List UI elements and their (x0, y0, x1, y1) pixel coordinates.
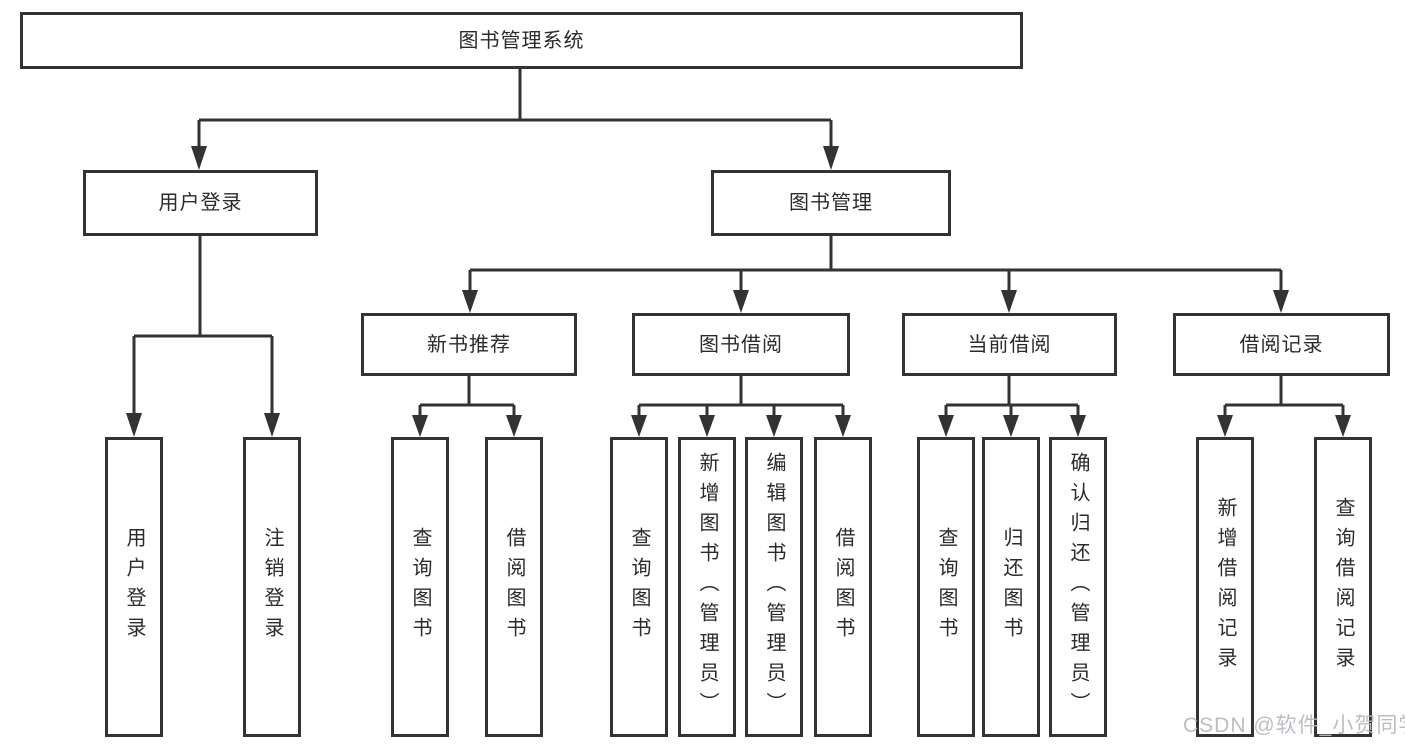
connector-book-borrow-to-children (631, 374, 851, 437)
leaf-user-login-label: 用户登录 (123, 527, 145, 647)
leaf-add-book-admin-label: 新增图书（管理员） (696, 452, 718, 722)
connector-line (197, 67, 833, 150)
leaf-query-books-current-label: 查询图书 (935, 527, 957, 647)
leaf-query-books-recommend: 查询图书 (391, 437, 449, 737)
leaf-query-books-borrow: 查询图书 (610, 437, 668, 737)
leaf-edit-book-admin: 编辑图书（管理员） (745, 437, 803, 737)
arrowhead (733, 290, 749, 313)
connector-user-login-to-children (126, 234, 280, 437)
node-current-borrow: 当前借阅 (902, 313, 1117, 376)
leaf-confirm-return-admin: 确认归还（管理员） (1049, 437, 1107, 737)
leaf-edit-book-admin-label: 编辑图书（管理员） (763, 452, 785, 722)
arrowhead (1335, 415, 1351, 437)
connector-line (132, 234, 274, 416)
connector-line (944, 374, 1080, 418)
leaf-borrow-books-recommend-label: 借阅图书 (503, 527, 525, 647)
node-book-borrow: 图书借阅 (632, 313, 850, 376)
arrowhead (938, 415, 954, 437)
connector-line (637, 374, 845, 418)
node-system-label: 图书管理系统 (458, 29, 585, 52)
leaf-borrow-books-label: 借阅图书 (832, 527, 854, 647)
arrowhead (835, 415, 851, 437)
arrowhead (631, 415, 647, 437)
connector-borrow-records-to-children (1217, 374, 1351, 437)
leaf-query-books-borrow-label: 查询图书 (628, 527, 650, 647)
node-borrow-records-label: 借阅记录 (1239, 333, 1324, 356)
node-book-borrow-label: 图书借阅 (699, 333, 783, 356)
arrowhead (823, 146, 839, 170)
arrowhead (506, 415, 522, 437)
connector-current-borrow-to-children (938, 374, 1086, 437)
leaf-query-books-recommend-label: 查询图书 (409, 527, 431, 647)
arrowhead (264, 413, 280, 437)
leaf-confirm-return-admin-label: 确认归还（管理员） (1067, 452, 1089, 722)
leaf-user-login: 用户登录 (105, 437, 163, 737)
arrowhead (1001, 290, 1017, 313)
arrowhead (1003, 415, 1019, 437)
arrowhead (126, 413, 142, 437)
connector-root-to-level2 (191, 67, 839, 170)
connector-new-book-recommend-to-children (412, 374, 522, 437)
arrowhead (1217, 415, 1233, 437)
node-user-login-label: 用户登录 (158, 192, 243, 214)
connector-line (468, 234, 1283, 293)
leaf-add-borrow-record: 新增借阅记录 (1196, 437, 1254, 737)
connector-line (418, 374, 516, 418)
leaf-return-book: 归还图书 (982, 437, 1040, 737)
node-system: 图书管理系统 (20, 12, 1023, 69)
arrowhead (1070, 415, 1086, 437)
leaf-query-borrow-record-label: 查询借阅记录 (1332, 497, 1354, 677)
node-user-login: 用户登录 (83, 170, 318, 236)
arrowhead (462, 290, 478, 313)
node-borrow-records: 借阅记录 (1173, 313, 1390, 376)
connector-line (1223, 374, 1345, 418)
leaf-logout-label: 注销登录 (261, 527, 283, 647)
arrowhead (1273, 290, 1289, 313)
leaf-borrow-books: 借阅图书 (814, 437, 872, 737)
arrowhead (699, 415, 715, 437)
arrowhead (412, 415, 428, 437)
leaf-add-borrow-record-label: 新增借阅记录 (1214, 497, 1236, 677)
watermark: CSDN @软件_小贺同学 (1183, 714, 1405, 737)
node-new-book-recommend: 新书推荐 (361, 313, 577, 376)
leaf-logout: 注销登录 (243, 437, 301, 737)
leaf-query-borrow-record: 查询借阅记录 (1314, 437, 1372, 737)
node-book-management-label: 图书管理 (789, 192, 873, 214)
arrowhead (191, 146, 207, 170)
node-book-management: 图书管理 (711, 170, 951, 236)
connector-book-management-to-level3 (462, 234, 1289, 313)
node-current-borrow-label: 当前借阅 (967, 333, 1052, 356)
arrowhead (766, 415, 782, 437)
leaf-borrow-books-recommend: 借阅图书 (485, 437, 543, 737)
node-new-book-recommend-label: 新书推荐 (427, 333, 511, 356)
leaf-query-books-current: 查询图书 (917, 437, 975, 737)
leaf-return-book-label: 归还图书 (1000, 527, 1022, 647)
leaf-add-book-admin: 新增图书（管理员） (678, 437, 736, 737)
